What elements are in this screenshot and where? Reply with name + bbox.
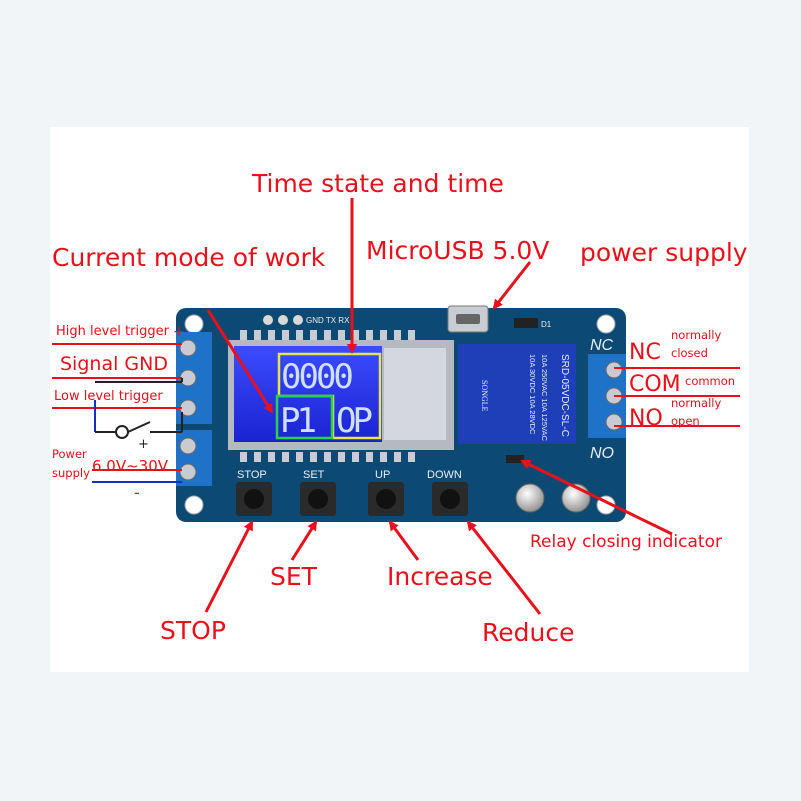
- arrow-set: [290, 520, 318, 561]
- silk-button-set: SET: [303, 469, 325, 481]
- arrow-increase: [388, 520, 420, 561]
- label-set: SET: [270, 562, 317, 591]
- label-com: COM: [629, 372, 681, 397]
- label-relay-indicator: Relay closing indicator: [530, 532, 722, 552]
- arrow-microusb: [492, 261, 532, 310]
- silk-nc: NC: [590, 337, 614, 354]
- lcd-pins-bottom: [240, 452, 415, 462]
- label-increase: Increase: [387, 562, 493, 591]
- label-signal-gnd: Signal GND: [60, 353, 168, 375]
- label-nc: NC: [629, 340, 661, 365]
- relay-indicator-led: [506, 455, 524, 463]
- silk-no: NO: [590, 445, 614, 462]
- lcd-bottom-right: OP: [336, 401, 371, 441]
- label-no: NO: [629, 406, 663, 431]
- label-power-1: Power: [52, 447, 87, 461]
- lcd-pins-top: [240, 330, 415, 340]
- button-stop[interactable]: [236, 482, 272, 516]
- annotation-arrows: [204, 198, 673, 615]
- relay-rating-dc: 10A 30VDC 10A 28VDC: [528, 354, 537, 435]
- label-current-mode: Current mode of work: [52, 243, 326, 272]
- label-no-desc-2: open: [671, 414, 700, 428]
- silk-button-down: DOWN: [427, 469, 462, 481]
- button-set[interactable]: [300, 482, 336, 516]
- arrow-stop: [204, 520, 254, 613]
- button-up[interactable]: [368, 482, 404, 516]
- label-nc-desc-1: normally: [671, 328, 722, 342]
- label-voltage: 6.0V~30V: [92, 457, 169, 475]
- lcd-top-digits: 0000: [281, 357, 352, 397]
- relay-rating-ac: 10A 250VAC 10A 125VAC: [540, 354, 549, 441]
- header-pads: [263, 315, 303, 325]
- label-microusb: MicroUSB 5.0V: [366, 236, 550, 265]
- label-power-supply-top: power supply: [580, 238, 748, 267]
- label-stop: STOP: [160, 616, 226, 645]
- label-time-state: Time state and time: [252, 169, 504, 198]
- label-reduce: Reduce: [482, 618, 575, 647]
- label-com-desc: common: [685, 374, 736, 388]
- diode-d1: [514, 318, 538, 328]
- right-wiring: [614, 367, 740, 427]
- silk-header: GND TX RX: [306, 316, 350, 325]
- capacitor: [515, 483, 545, 513]
- lcd-glass: [384, 348, 446, 440]
- relay-model: SRD-05VDC-SL-C: [559, 354, 570, 437]
- arrow-current-mode: [206, 309, 274, 414]
- relay: [458, 344, 576, 444]
- silk-d1: D1: [541, 320, 552, 329]
- label-high-level-trigger: High level trigger: [56, 324, 169, 339]
- minus-sign-power: -: [134, 483, 140, 502]
- lcd-bottom-left: P1: [280, 401, 315, 441]
- green-highlight: [275, 394, 334, 440]
- mount-hole: [596, 314, 616, 334]
- label-low-level-trigger: Low level trigger: [54, 389, 163, 404]
- power-terminal-block: [176, 430, 212, 486]
- label-no-desc-1: normally: [671, 396, 722, 410]
- arrow-reduce: [466, 520, 542, 615]
- mount-hole: [184, 495, 204, 515]
- mount-hole: [184, 314, 204, 334]
- label-nc-desc-2: closed: [671, 346, 708, 360]
- arrow-relay-indicator: [520, 459, 673, 536]
- silk-button-up: UP: [375, 469, 390, 481]
- relay-brand: SONGLE: [480, 380, 489, 412]
- left-wiring: [52, 343, 183, 483]
- plus-sign-top: +: [173, 324, 185, 340]
- plus-sign-switch: +: [138, 437, 149, 452]
- label-power-2: supply: [52, 466, 90, 480]
- button-down[interactable]: [432, 482, 468, 516]
- lcd-screen: [234, 346, 382, 442]
- relay-print: SRD-05VDC-SL-C 10A 250VAC 10A 125VAC 10A…: [480, 354, 570, 441]
- silk-button-stop: STOP: [237, 469, 267, 481]
- micro-usb-opening: [456, 314, 480, 324]
